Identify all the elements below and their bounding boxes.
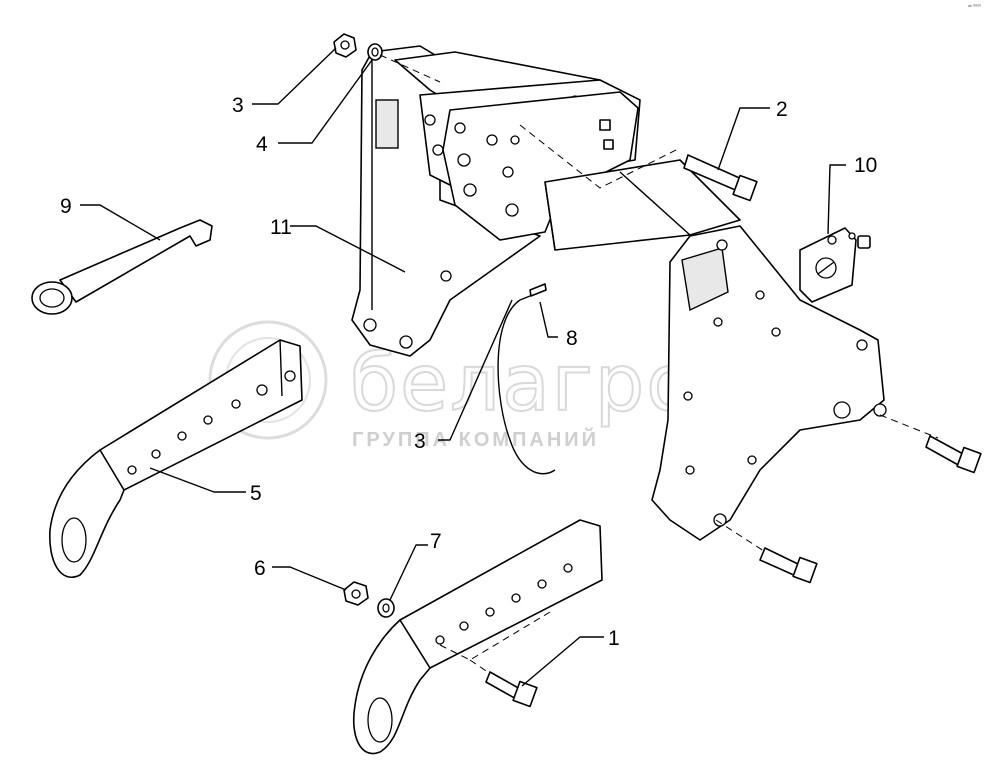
callout-9: 11 <box>270 216 292 239</box>
corner-mark: ᵃᵇ ⁰⁰⁰⁰ <box>968 4 981 10</box>
watermark: белагро ГРУППА КОМПАНИЙ <box>208 320 695 451</box>
nut-3-top <box>333 33 357 58</box>
bolt-2 <box>519 124 758 202</box>
leader-lines <box>80 47 846 687</box>
callout-8: 10 <box>854 154 877 177</box>
wrench-7 <box>31 219 213 315</box>
bolt-right-lower <box>879 414 982 474</box>
washer-5 <box>377 598 395 618</box>
pin-10 <box>497 283 556 475</box>
callout-10: 3 <box>414 430 426 453</box>
hitch-bar-11 <box>49 339 303 578</box>
hitch-bar-lower <box>353 519 603 755</box>
frame-beam <box>544 159 741 251</box>
callout-1: 1 <box>608 627 620 650</box>
callout-4: 4 <box>256 133 268 156</box>
callout-7: 9 <box>60 195 72 218</box>
watermark-tagline: ГРУППА КОМПАНИЙ <box>352 427 599 451</box>
callouts: 3 4 9 11 2 10 8 3 5 6 7 1 <box>60 94 877 650</box>
bolt-bottom <box>715 519 818 584</box>
frame-left-plate <box>351 45 541 357</box>
callout-11: 5 <box>250 482 262 505</box>
callout-3-top: 3 <box>232 94 244 117</box>
nut-3-bottom <box>343 581 369 606</box>
part-8-plate <box>799 227 871 303</box>
callout-5: 7 <box>430 530 442 553</box>
washer-4 <box>367 43 441 83</box>
callout-6: 8 <box>566 327 578 350</box>
callout-2: 2 <box>776 98 788 121</box>
callout-3-bottom: 6 <box>254 557 266 580</box>
frame-right-plate <box>651 225 887 541</box>
bolt-1 <box>469 659 538 708</box>
